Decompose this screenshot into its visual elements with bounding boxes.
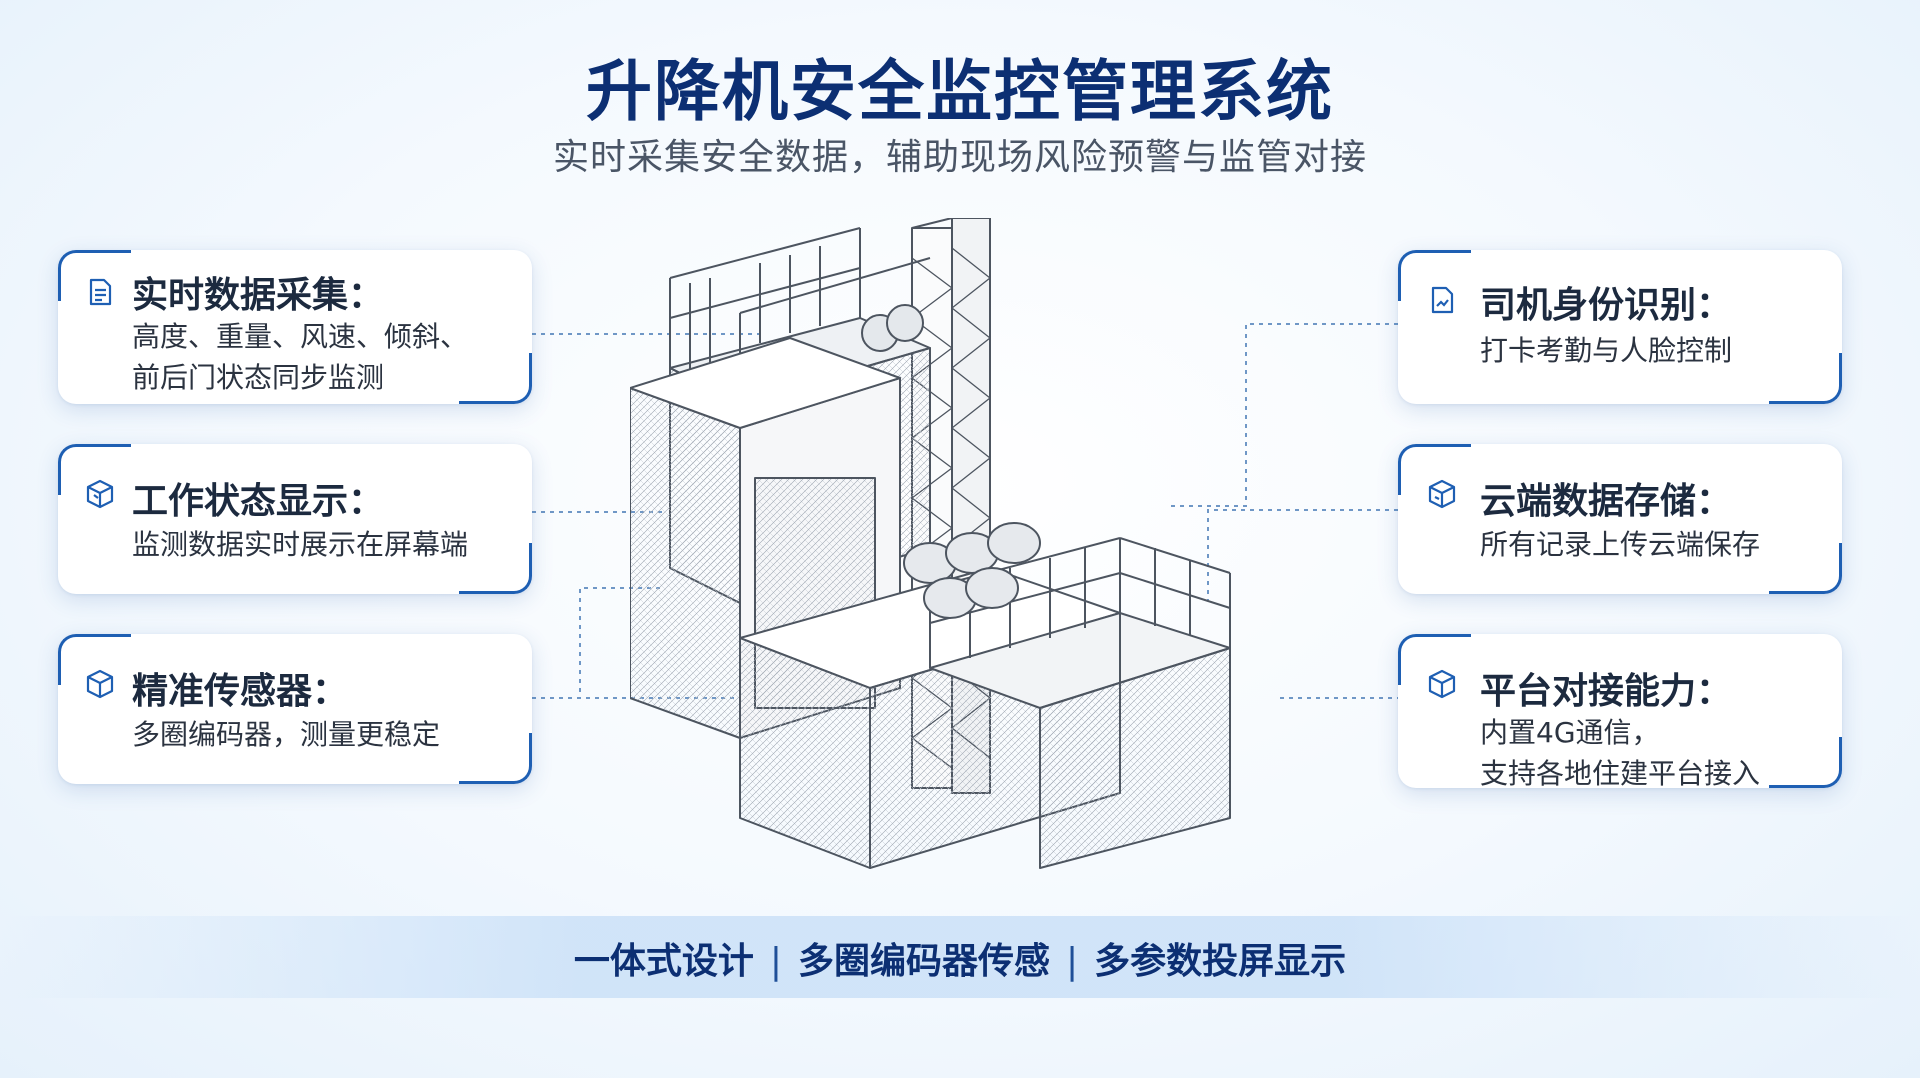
page-subtitle: 实时采集安全数据，辅助现场风险预警与监管对接: [552, 137, 1367, 178]
connector-line: [1170, 323, 1398, 507]
feature-title: 精准传感器：: [132, 671, 349, 712]
connector-line: [1207, 509, 1398, 600]
feature-description: 高度、重量、风速、倾斜、 前后门状态同步监测: [132, 320, 469, 394]
page-title: 升降机安全监控管理系统: [586, 53, 1334, 130]
feature-description: 内置4G通信， 支持各地住建平台接入: [1480, 716, 1761, 790]
cube-icon: [86, 479, 114, 509]
feature-card-status-display: 工作状态显示： 监测数据实时展示在屏幕端: [58, 444, 532, 594]
feature-description: 打卡考勤与人脸控制: [1480, 334, 1733, 367]
feature-card-cloud-storage: 云端数据存储： 所有记录上传云端保存: [1398, 444, 1842, 594]
elevator-illustration: [630, 218, 1231, 869]
footer-item: 一体式设计: [573, 941, 754, 982]
footer-item: 多圈编码器传感: [797, 941, 1050, 982]
footer-separator: |: [1066, 941, 1079, 982]
feature-title: 司机身份识别：: [1480, 285, 1733, 326]
footer-highlights: 一体式设计 | 多圈编码器传感 | 多参数投屏显示: [0, 932, 1920, 984]
feature-title: 工作状态显示：: [132, 481, 385, 522]
footer-item: 多参数投屏显示: [1094, 941, 1347, 982]
drive-motors: [903, 522, 1041, 619]
feature-card-driver-id: 司机身份识别： 打卡考勤与人脸控制: [1398, 250, 1842, 404]
feature-description: 多圈编码器，测量更稳定: [132, 718, 441, 751]
feature-title: 平台对接能力：: [1480, 671, 1733, 712]
document-icon: [89, 278, 112, 306]
box-icon: [86, 669, 114, 699]
feature-card-sensor: 精准传感器： 多圈编码器，测量更稳定: [58, 634, 532, 784]
feature-title: 实时数据采集：: [132, 275, 385, 316]
feature-card-realtime-data: 实时数据采集： 高度、重量、风速、倾斜、 前后门状态同步监测: [58, 250, 532, 404]
feature-title: 云端数据存储：: [1480, 481, 1733, 522]
feature-description: 所有记录上传云端保存: [1480, 528, 1761, 561]
id-card-icon: [1431, 286, 1454, 314]
box-icon: [1428, 669, 1456, 699]
cloud-box-icon: [1428, 479, 1456, 509]
connector-line: [532, 587, 665, 699]
footer-separator: |: [769, 941, 782, 982]
feature-description: 监测数据实时展示在屏幕端: [132, 528, 469, 561]
feature-card-platform-integration: 平台对接能力： 内置4G通信， 支持各地住建平台接入: [1398, 634, 1842, 790]
footer-band: [0, 916, 1920, 998]
